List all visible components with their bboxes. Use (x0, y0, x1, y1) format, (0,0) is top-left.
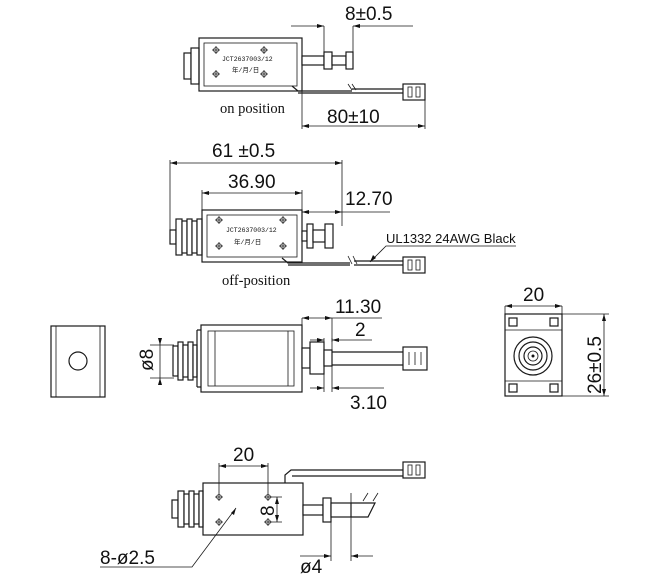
left-end-edges (55, 326, 101, 397)
on-body (198, 37, 303, 92)
on-lead-wire (291, 85, 408, 94)
right-end-body (504, 313, 563, 397)
bottom-hole-dim: 8-ø2.5 (100, 548, 155, 569)
side-2-dim: 2 (355, 320, 366, 341)
bottom-spring (171, 490, 204, 528)
off-overall-dim-lines (169, 160, 343, 230)
left-end-hole (68, 351, 88, 371)
on-plunger-collar (323, 51, 333, 70)
on-connector (402, 83, 426, 101)
side-coil (207, 330, 295, 387)
off-body-inner (206, 214, 298, 258)
right-end-width-lines (504, 305, 563, 314)
off-body (201, 209, 303, 263)
side-view: ø8 11.30 2 3.10 (137, 297, 428, 414)
off-part-number: JCT2637003/12 (226, 227, 277, 234)
on-lead-dim-lines (301, 91, 426, 129)
side-1130-dim-lines (301, 317, 382, 350)
side-lead-wire (332, 351, 404, 366)
on-plunger-shaft (301, 55, 325, 66)
on-stroke-dim-lines (291, 25, 413, 52)
on-position-view: JCT2637003/12 年/月/日 8±0.5 80±10 on posit… (183, 4, 426, 129)
left-end-view (50, 325, 106, 398)
off-plunger-dim: 12.70 (345, 189, 393, 210)
on-plunger-end (345, 51, 354, 70)
side-plunger-head (309, 341, 325, 375)
bottom-body (202, 482, 304, 536)
bottom-length-dim-lines (218, 463, 269, 493)
right-end-plunger (523, 346, 543, 366)
side-frame (200, 324, 303, 393)
off-lead-wire (281, 257, 406, 266)
off-date-mark: 年/月/日 (234, 237, 261, 246)
side-310-dim-lines (310, 366, 384, 392)
on-caption: on position (220, 101, 286, 117)
side-spring (172, 341, 198, 381)
bottom-hole-leader (100, 507, 237, 568)
on-lead-dim: 80±10 (327, 107, 380, 128)
bottom-view: 20 8 8-ø2.5 ø4 (100, 445, 426, 578)
on-stroke-dim: 8±0.5 (345, 4, 392, 25)
right-end-width-dim: 20 (523, 285, 544, 306)
right-end-height-dim: 26±0.5 (585, 336, 606, 394)
off-position-view: JCT2637003/12 年/月/日 UL1332 24AWG Black 6… (169, 141, 516, 289)
bottom-length-dim: 20 (233, 445, 254, 466)
off-wire-break (347, 255, 358, 265)
on-front-boss (183, 52, 192, 80)
off-overall-dim: 61 ±0.5 (212, 141, 275, 162)
on-date-mark: 年/月/日 (232, 65, 259, 74)
off-body-dim: 36.90 (228, 172, 276, 193)
bottom-hole-spacing-dim: 8 (258, 505, 279, 516)
off-wire-leader (369, 245, 516, 263)
right-end-view: 20 26±0.5 (504, 285, 609, 397)
on-mount-holes (212, 46, 268, 78)
off-wire-spec: UL1332 24AWG Black (386, 231, 516, 246)
side-frame-left (196, 329, 201, 388)
off-plunger-end (324, 223, 334, 249)
bottom-lead-wire (284, 469, 403, 483)
off-mount-holes (215, 216, 287, 250)
left-end-body (50, 325, 106, 398)
on-plunger-tip (331, 55, 347, 66)
side-1130-dim: 11.30 (335, 297, 381, 318)
off-connector (402, 256, 426, 274)
bottom-shaft-dim-lines (300, 503, 373, 561)
bottom-plunger-tip (351, 502, 376, 518)
side-dia-dim-lines (150, 340, 174, 385)
bottom-plunger-shaft (330, 502, 352, 518)
bottom-shaft-dim: ø4 (300, 557, 323, 578)
off-caption: off-position (222, 273, 291, 289)
on-body-inner (203, 42, 298, 87)
bottom-connector (402, 461, 426, 479)
right-end-outer-ring (513, 336, 553, 376)
on-wire-break (347, 83, 357, 91)
off-body-dim-lines (201, 190, 303, 210)
off-plunger-collar (306, 223, 314, 249)
off-plunger-shaft (312, 229, 326, 243)
on-front-flange (190, 47, 200, 85)
bottom-plunger-collar (322, 497, 332, 523)
right-end-height-lines (562, 313, 609, 397)
side-dia-dim: ø8 (137, 349, 158, 371)
on-part-number: JCT2637003/12 (222, 56, 273, 63)
off-spring (169, 218, 203, 256)
side-310-dim: 3.10 (350, 393, 387, 414)
